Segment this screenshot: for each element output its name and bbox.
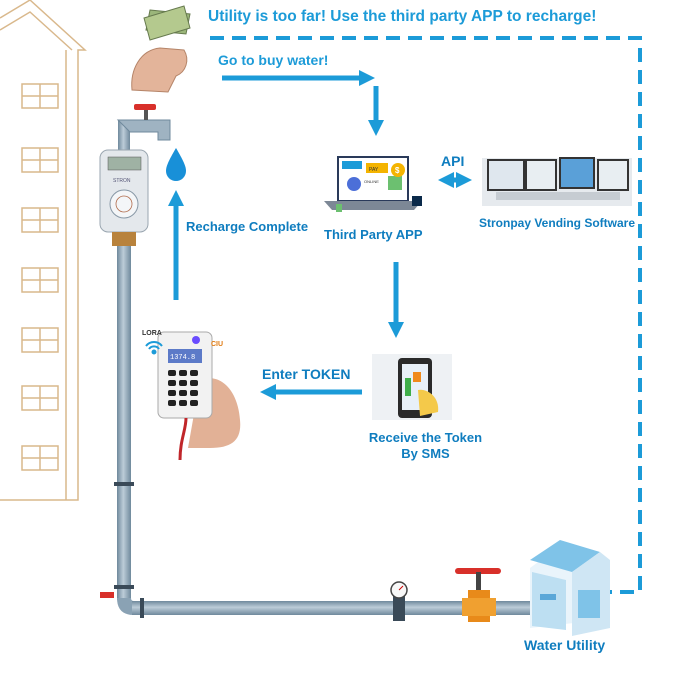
receive-token-line1: Receive the Token xyxy=(368,430,483,445)
api-label: API xyxy=(441,153,465,169)
wifi-icon xyxy=(145,341,163,355)
app-online-text: ONLINE xyxy=(364,179,379,184)
water-utility-label: Water Utility xyxy=(524,637,606,653)
third-party-app-label: Third Party APP xyxy=(324,227,423,242)
receive-token-label: Receive the Token By SMS xyxy=(343,430,508,462)
headline-text: Utility is too far! Use the third party … xyxy=(208,8,597,25)
faucet-icon xyxy=(116,104,171,150)
receive-token-line2: By SMS xyxy=(401,446,450,461)
pressure-gauge-icon xyxy=(390,581,408,621)
dashed-utility-line xyxy=(210,36,642,594)
laptop-app-icon: PAY ONLINE $ xyxy=(324,156,422,212)
ciu-keypad-icon: 1374.8 xyxy=(157,331,241,461)
meter-brand-text: STRON xyxy=(113,178,131,184)
water-pipe xyxy=(100,245,532,618)
utility-building-icon xyxy=(530,540,610,636)
gate-valve-icon xyxy=(455,568,501,622)
svg-text:$: $ xyxy=(395,166,400,175)
lora-label: LORA xyxy=(142,330,162,337)
monitors-icon xyxy=(482,157,632,206)
flow-arrows xyxy=(167,69,473,401)
apartment-building-icon xyxy=(0,0,87,501)
buy-water-label: Go to buy water! xyxy=(218,52,329,68)
vending-software-label: Stronpay Vending Software xyxy=(479,216,636,230)
ciu-display-text: 1374.8 xyxy=(170,354,195,362)
ciu-label: CIU xyxy=(211,341,224,348)
enter-token-label: Enter TOKEN xyxy=(262,366,351,382)
water-drop-icon xyxy=(166,148,186,181)
water-meter-icon: STRON xyxy=(99,149,149,246)
phone-sms-icon xyxy=(372,354,452,420)
money-hand-icon xyxy=(131,5,191,93)
app-pay-text: PAY xyxy=(369,167,379,173)
building-window xyxy=(21,83,59,471)
recharge-complete-label: Recharge Complete xyxy=(186,219,309,234)
